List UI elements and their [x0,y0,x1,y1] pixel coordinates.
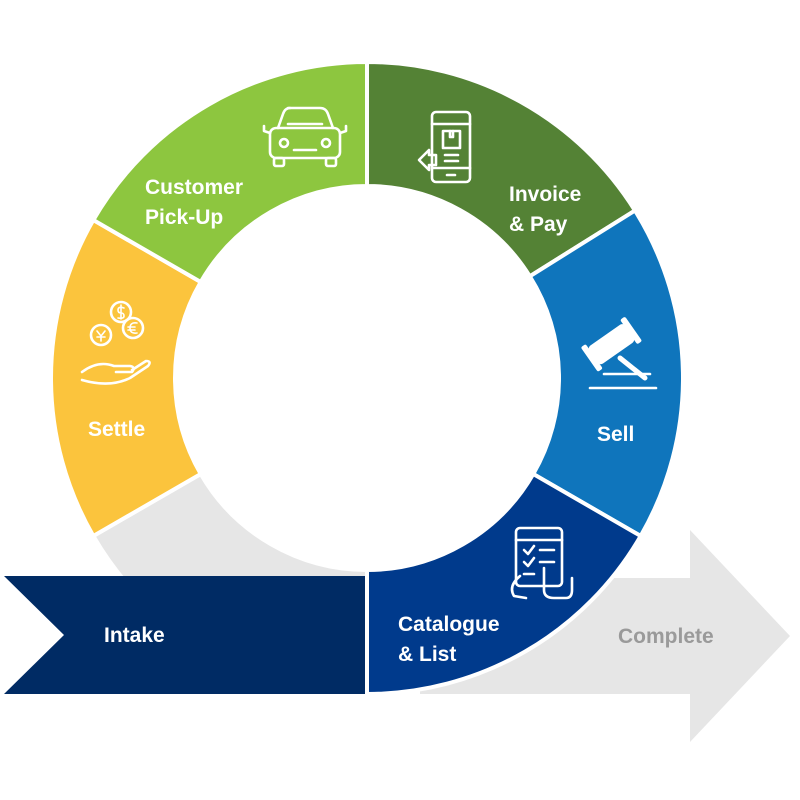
sell-label: Sell [597,423,634,446]
customer-pickup-label-line2: Pick-Up [145,206,223,229]
settle-segment [49,217,204,539]
gavel-icon [581,317,658,390]
complete-label: Complete [618,625,714,648]
tablet-checklist-icon [510,526,574,600]
catalogue-list-label-line1: Catalogue [398,613,500,636]
settle-label: Settle [88,418,145,441]
intake-label: Intake [104,624,165,647]
catalogue-list-label-line2: & List [398,643,456,666]
invoice-pay-label-line1: Invoice [509,183,581,206]
invoice-pay-segment [365,59,638,280]
invoice-pay-label-line2: & Pay [509,213,568,236]
customer-pickup-segment [90,59,369,285]
coins-hand-icon [80,300,151,385]
car-icon [262,106,348,168]
catalogue-list-segment [365,471,644,697]
mobile-checkout-icon [417,110,472,184]
customer-pickup-label-line1: Customer [145,176,243,199]
intake-banner [4,576,365,694]
